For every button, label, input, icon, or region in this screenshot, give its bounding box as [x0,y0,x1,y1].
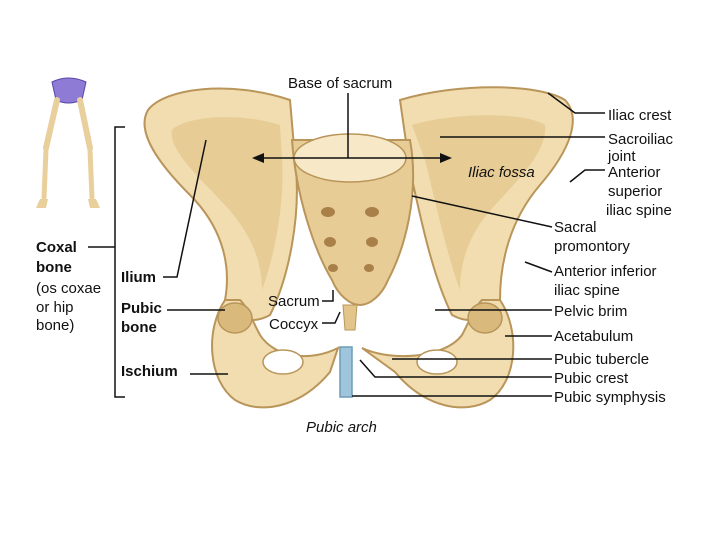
label-sacroiliac-joint-line1: Sacroiliac [608,131,674,148]
label-sacrum: Sacrum [268,293,320,310]
thumbnail-right-tibia [87,147,95,201]
label-ilium: Ilium [121,269,157,286]
left-acetabulum [217,302,253,334]
pubic-crest-leader [359,359,552,378]
thumbnail-right-femur [77,97,93,151]
sacral-foramen [321,207,335,217]
label-pubic-tubercle: Pubic tubercle [554,351,650,368]
label-asis-line2: superior [608,183,663,200]
label-coxal-line2: bone [36,259,72,276]
arrowhead-left [252,153,264,163]
anterior-inferior-iliac-spine-leader [524,261,553,273]
thumbnail-left-tibia [41,147,49,201]
sacrum-bone [290,139,415,307]
sacral-foramen [364,264,374,272]
coxal-bracket [114,126,125,398]
anterior-superior-iliac-spine-leader [569,169,605,183]
sacral-foramen [324,237,336,247]
label-coccyx: Coccyx [269,316,319,333]
label-base-of-sacrum: Base of sacrum [288,75,393,92]
sacrum-leader [322,290,334,302]
label-sacral-promontory-line1: Sacral [554,219,597,236]
label-acetabulum: Acetabulum [554,328,634,345]
label-aiis-line1: Anterior inferior [554,263,657,280]
label-coxal-line4: or hip [36,299,74,316]
label-asis-line3: iliac spine [606,202,672,219]
sacral-promontory-leader [411,195,553,228]
label-pubic-crest: Pubic crest [554,370,629,387]
thumbnail-left-foot [36,199,48,208]
coccyx-bone [342,304,358,331]
label-pubic-bone-line2: bone [121,319,157,336]
thumbnail-right-foot [88,199,100,208]
coccyx-leader [322,311,341,324]
label-iliac-fossa: Iliac fossa [468,164,535,181]
left-obturator-foramen [262,349,304,375]
label-pubic-symphysis: Pubic symphysis [554,389,666,406]
leader-lines [88,92,605,398]
pubic-symphysis-cartilage [339,346,353,398]
arrowhead-right [440,153,452,163]
skeleton-thumbnail [36,77,100,208]
label-coxal-line1: Coxal [36,239,77,256]
sacral-foramina [321,207,379,272]
label-coxal-line5: bone) [36,317,75,334]
label-pubic-arch: Pubic arch [306,419,377,436]
label-pelvic-brim: Pelvic brim [554,303,628,320]
label-sacroiliac-joint-line2: joint [608,148,636,165]
label-sacral-promontory-line2: promontory [554,238,630,255]
iliac-crest-leader [547,92,605,114]
label-iliac-crest: Iliac crest [608,107,672,124]
left-iliac-fossa-shading [171,117,283,290]
right-obturator-foramen [416,349,458,375]
label-ischium: Ischium [121,363,178,380]
label-asis-line1: Anterior [608,164,661,181]
ilium-leader [163,139,207,278]
sacral-foramen [366,237,378,247]
thumbnail-left-femur [43,97,60,151]
sacral-foramen [328,264,338,272]
label-aiis-line2: iliac spine [554,282,620,299]
sacral-foramen [365,207,379,217]
label-pubic-bone-line1: Pubic [121,300,162,317]
label-coxal-line3: (os coxae [36,280,102,297]
right-acetabulum [467,302,503,334]
